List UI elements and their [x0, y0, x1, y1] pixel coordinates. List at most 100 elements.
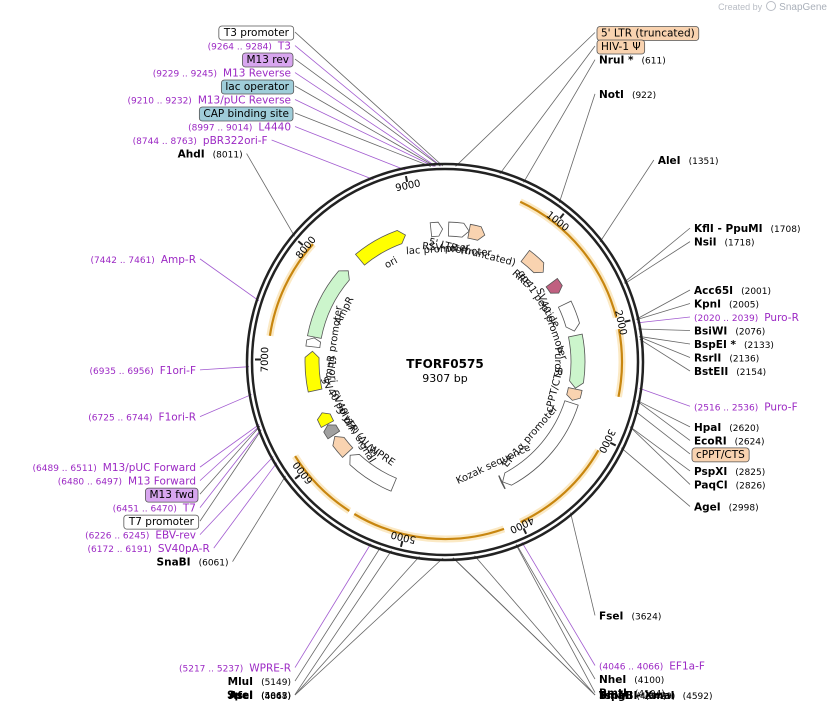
primer-coord: (6226 .. 6245) — [85, 532, 149, 542]
primer-name: M13 Reverse — [223, 68, 291, 80]
primer-coord: (2020 .. 2039) — [694, 314, 758, 324]
site-label: AleI(1351) — [658, 155, 719, 167]
map-label-t3: (9264 .. 9284)T3 — [208, 41, 291, 53]
label-box-text: T3 promoter — [223, 27, 290, 39]
site-label: TspMI - XmaI(4592) — [599, 690, 713, 702]
site-coord: (8011) — [213, 151, 243, 161]
feature-cppt-cts — [566, 387, 583, 401]
site-name: AscI — [229, 690, 254, 702]
primer-label: (2516 .. 2536)Puro-F — [694, 401, 798, 413]
site-name: RsrII — [694, 353, 721, 365]
primer-label: (5217 .. 5237) WPRE-R — [179, 663, 291, 675]
primer-coord: (6935 .. 6956) — [90, 367, 154, 377]
site-name: BmgBI — [599, 690, 637, 702]
primer-label: (7442 .. 7461)Amp-R — [91, 254, 196, 266]
site-coord: (2001) — [741, 287, 771, 297]
label-leader-line — [636, 400, 691, 441]
map-label-smai: SmaI(4594) — [599, 690, 666, 702]
tick-mark — [404, 175, 409, 183]
label-box-text: M13 fwd — [149, 489, 194, 501]
label-leader-line — [455, 32, 596, 167]
map-label-rsrii: RsrII(2136) — [694, 353, 759, 365]
feature-rre — [520, 249, 545, 274]
label-leader-line — [213, 462, 278, 549]
credit-brand: SnapGene — [779, 2, 827, 13]
map-label-m13-fwd: M13 fwd — [145, 487, 199, 503]
label-leader-line — [199, 425, 260, 481]
primer-label: (8744 .. 8763)pBR322ori-F — [133, 135, 268, 147]
orf-layer — [266, 198, 626, 543]
map-label-pspxi: PspXI(2825) — [694, 466, 765, 478]
label-leader-line — [639, 336, 691, 358]
primer-name: WPRE-R — [249, 663, 291, 675]
site-name: PspXI — [694, 466, 727, 478]
map-label-nrui: NruI *(611) — [599, 55, 666, 67]
orf-arc — [520, 449, 600, 524]
primer-label: (8997 .. 9014)L4440 — [188, 122, 291, 134]
orf-arc — [353, 513, 505, 541]
feature-ampr-promoter — [305, 337, 322, 349]
primer-coord: (8997 .. 9014) — [188, 124, 252, 134]
site-label: BmgBI(4429) — [599, 690, 675, 702]
feature-label: ori — [383, 255, 400, 271]
site-name: HpaI — [694, 422, 721, 434]
primer-coord: (5217 .. 5237) — [179, 665, 243, 675]
primer-name: F1ori-F — [160, 365, 196, 377]
site-name: BmtI — [599, 688, 627, 700]
site-label: BmtI(4104) — [599, 688, 665, 700]
label-box — [218, 25, 295, 41]
site-label: SmaI(4594) — [599, 690, 666, 702]
map-label-sv40pa-r: (6172 .. 6191)SV40pA-R — [88, 543, 210, 555]
feature-ef-1-promoter — [502, 400, 579, 486]
label-leader-line — [199, 366, 250, 371]
site-coord: (2005) — [729, 301, 759, 311]
feature-f1-ori — [304, 350, 323, 393]
feature-label: PuroR — [552, 347, 563, 376]
primer-label: (6480 .. 6497)M13 Forward — [58, 476, 196, 488]
label-box-text: CAP binding site — [203, 108, 289, 120]
label-leader-line — [629, 426, 691, 485]
feature-3-ltr-u3 — [332, 436, 354, 458]
map-label-puro-r: (2020 .. 2039)Puro-R — [694, 312, 799, 324]
site-label: AscI(4668) — [229, 690, 291, 702]
site-label: PspXI(2825) — [694, 466, 765, 478]
map-label-bspei: BspEI *(2133) — [694, 339, 774, 351]
tick-mark — [297, 240, 304, 246]
label-leader-line — [294, 546, 381, 682]
label-box — [596, 39, 646, 55]
label-leader-line — [521, 542, 596, 666]
site-name: BsiWI — [694, 326, 727, 338]
label-leader-line — [294, 112, 432, 167]
map-label-bmgbi: BmgBI(4429) — [599, 690, 675, 702]
feature-gp41-peptide — [545, 277, 563, 294]
primer-coord: (6480 .. 6497) — [58, 478, 122, 488]
tick-label: 2000 — [612, 309, 628, 336]
site-label: BstEII(2154) — [694, 366, 766, 378]
label-leader-line — [636, 289, 691, 320]
orf-arc — [294, 455, 350, 512]
feature-5-ltr-truncated — [467, 223, 486, 241]
map-label-f1ori-f: (6935 .. 6956) F1ori-F — [90, 365, 197, 377]
orf-arc — [268, 243, 314, 336]
primer-name: T3 — [277, 41, 291, 53]
feature-ori — [354, 230, 406, 266]
map-label-5-ltr-truncated: 5' LTR (truncated) — [596, 26, 700, 41]
label-box-text: T7 promoter — [128, 516, 195, 528]
map-label-alei: AleI(1351) — [658, 155, 719, 167]
primer-coord: (4046 .. 4066) — [599, 663, 663, 673]
site-label: MluI(5149) — [228, 676, 291, 688]
site-name: MluI — [228, 676, 253, 688]
site-label: Acc65I(2001) — [694, 285, 771, 297]
label-leader-line — [294, 99, 434, 167]
map-label-f1ori-r: (6725 .. 6744)F1ori-R — [88, 412, 196, 424]
site-name: KpnI — [694, 299, 721, 311]
label-leader-line — [232, 475, 286, 562]
site-label: AfeI(4847) — [229, 690, 291, 702]
feature-lac-promoter — [429, 221, 444, 238]
site-label: BsiWI(2076) — [694, 326, 765, 338]
site-name: BstEII — [694, 366, 728, 378]
feature-label: f1 ori — [325, 356, 338, 383]
label-leader-line — [637, 316, 691, 324]
site-name: PaqCI — [694, 479, 728, 491]
